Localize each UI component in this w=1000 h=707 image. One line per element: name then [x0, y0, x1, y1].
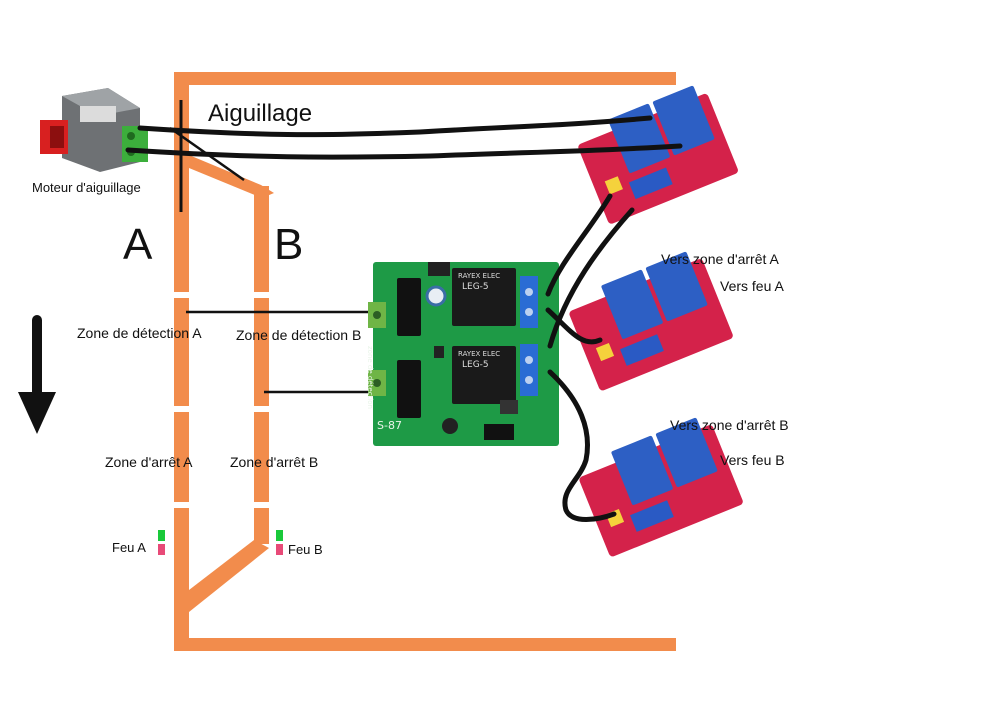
relay-module-2	[569, 251, 733, 391]
track-a-label: A	[123, 220, 153, 269]
detection-board	[368, 262, 559, 446]
wire-relay1-to-board-a	[545, 193, 613, 297]
zone-arret-b-label: Zone d'arrêt B	[230, 454, 319, 470]
zone-detection-b-label: Zone de détection B	[236, 327, 362, 343]
relay-1-brand: RAYEX ELEC	[458, 272, 501, 280]
vers-feu-a-label: Vers feu A	[720, 278, 784, 294]
wire-motor-to-relay1-bottom	[125, 143, 683, 160]
track-b-diverge	[189, 155, 274, 198]
signal-feu-a	[158, 530, 165, 555]
track-top-rail	[174, 72, 676, 85]
feu-a-label: Feu A	[112, 540, 146, 555]
relay-1	[452, 268, 516, 326]
direction-arrow-icon	[18, 315, 56, 434]
signal-b-green	[276, 530, 283, 541]
board-model-code: S-87	[377, 419, 402, 432]
track-bottom-rail	[174, 638, 676, 651]
moteur-label: Moteur d'aiguillage	[32, 180, 141, 195]
signal-feu-b	[276, 530, 283, 555]
relay-2	[452, 346, 516, 404]
track-a-segment-detection	[174, 298, 189, 406]
signal-a-red	[158, 544, 165, 555]
wire-board-to-relay2	[545, 307, 603, 345]
wire-motor-to-relay1-top	[137, 115, 653, 138]
aiguillage-label: Aiguillage	[208, 100, 313, 127]
track-a-segment-stop	[174, 412, 189, 502]
zone-detection-a-label: Zone de détection A	[77, 325, 202, 341]
relay-module-1	[578, 85, 738, 224]
track-layout	[174, 72, 676, 651]
signal-b-red	[276, 544, 283, 555]
track-b-label: B	[274, 220, 304, 269]
relay-2-model: LEG-5	[462, 360, 489, 370]
zone-arret-a-label: Zone d'arrêt A	[105, 454, 193, 470]
track-b-segment-lower	[254, 508, 269, 544]
feu-b-label: Feu B	[288, 542, 323, 557]
track-b-segment-detection	[254, 298, 269, 406]
signal-a-green	[158, 530, 165, 541]
track-a-segment-lower	[174, 508, 189, 651]
relay-module-3	[579, 417, 743, 557]
relay-1-model: LEG-5	[462, 282, 489, 292]
vers-feu-b-label: Vers feu B	[720, 452, 785, 468]
relay-2-brand: RAYEX ELEC	[458, 350, 501, 358]
vers-zone-arret-a-label: Vers zone d'arrêt A	[661, 251, 779, 267]
switch-motor	[40, 88, 148, 172]
track-b-segment-stop	[254, 412, 269, 502]
wire-board-to-relay3	[547, 369, 617, 522]
track-b-junction	[176, 540, 269, 612]
board-vertical-text: zone de détection	[366, 346, 374, 409]
wire-relay1-to-board-b	[547, 207, 635, 349]
vers-zone-arret-b-label: Vers zone d'arrêt B	[670, 417, 789, 433]
track-b-segment-upper	[254, 186, 269, 292]
power-wires	[125, 115, 683, 522]
